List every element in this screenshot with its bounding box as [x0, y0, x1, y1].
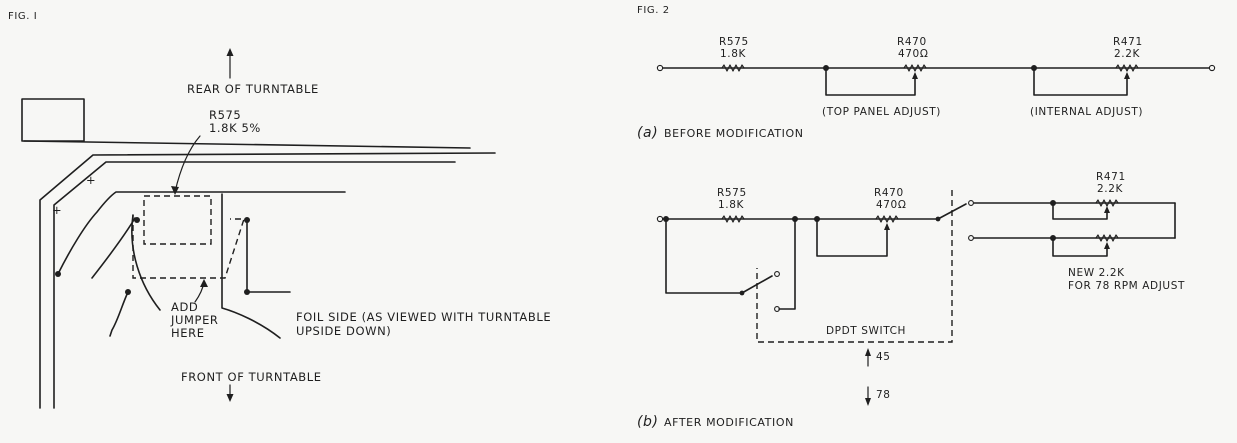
b-switch-contact-1	[774, 271, 780, 277]
plus-mark-1: +	[86, 173, 96, 187]
arrow-45-up	[865, 348, 871, 367]
fig2a: FIG. 2 R575 1.8K R470 470Ω (TOP PANEL AD…	[637, 5, 1216, 141]
front-of-turntable-label: FRONT OF TURNTABLE	[181, 370, 322, 384]
fig2-label: FIG. 2	[637, 5, 670, 16]
b-r575-resistor	[721, 215, 745, 223]
b-r471-wiper-arrow	[1104, 206, 1110, 213]
a-terminal-right	[1208, 64, 1216, 72]
a-internal-label: (INTERNAL ADJUST)	[1030, 106, 1143, 118]
trace-lower	[131, 214, 161, 311]
b-new-wiper-arrow	[1104, 242, 1110, 249]
a-marker: (a)	[637, 125, 658, 141]
b-bypass-wire	[665, 218, 743, 294]
foil-side-label: FOIL SIDE (AS VIEWED WITH TURNTABLE	[296, 310, 551, 324]
a-r471-wiper-path	[1033, 67, 1128, 96]
jumper-pointer-arrow	[194, 279, 208, 303]
trace-jumper	[109, 291, 129, 337]
b-r470-wiper-arrow	[884, 223, 890, 230]
b-dpdt-label: DPDT SWITCH	[826, 325, 906, 337]
a-r471-wiper-arrow	[1124, 72, 1130, 79]
trace-mid	[91, 217, 136, 279]
board-edge-top	[23, 140, 471, 149]
pad-1	[55, 271, 61, 277]
a-r471-name: R471	[1113, 36, 1143, 48]
board-outline-outer	[39, 152, 496, 409]
fig2b: R575 1.8K R470 470Ω DPDT SWITCH R471	[637, 171, 1185, 430]
rear-of-turntable-label: REAR OF TURNTABLE	[187, 82, 319, 96]
fig1: FIG. I REAR OF TURNTABLE + + R575 1.8K 5…	[8, 11, 551, 409]
a-terminal-left	[656, 64, 664, 72]
b-r575-name: R575	[717, 187, 747, 199]
b-marker: (b)	[637, 414, 659, 430]
a-r575-value: 1.8K	[720, 48, 746, 60]
pad-4	[244, 217, 250, 223]
b-r470-value: 470Ω	[876, 199, 906, 211]
here-label: HERE	[171, 326, 205, 340]
pad-3	[134, 217, 140, 223]
add-label: ADD	[171, 300, 198, 314]
board-outline-inner	[53, 161, 456, 409]
b-r471-wiper-path	[1052, 202, 1108, 220]
r575-pointer-arrow	[171, 135, 201, 195]
a-r575-name: R575	[719, 36, 749, 48]
foil-side-label-2: UPSIDE DOWN)	[296, 324, 391, 338]
b-r471-value: 2.2K	[1097, 183, 1123, 195]
b-terminal-left	[656, 215, 664, 223]
a-top-panel-label: (TOP PANEL ADJUST)	[822, 106, 941, 118]
b-r470-resistor	[875, 215, 899, 223]
a-r471-value: 2.2K	[1114, 48, 1140, 60]
a-r470-wiper-path	[825, 67, 916, 96]
b-switch-pivot-1	[739, 290, 745, 296]
jumper-label: JUMPER	[170, 313, 219, 327]
a-r471-resistor	[1115, 64, 1139, 72]
b-switch-contact-4	[968, 235, 974, 241]
b-new-wiper-path	[1052, 237, 1108, 257]
corner-component	[21, 98, 85, 142]
pad-2	[125, 289, 131, 295]
pad-5	[244, 289, 250, 295]
b-r471-resistor	[1095, 199, 1119, 207]
b-switch-contact-3	[968, 200, 974, 206]
b-new-label-1: NEW 2.2K	[1068, 267, 1125, 279]
rear-arrow	[226, 48, 234, 79]
plus-mark-2: +	[52, 203, 62, 217]
a-r470-name: R470	[897, 36, 927, 48]
b-dpdt-enclosure	[756, 190, 953, 343]
b-r470-wiper-path	[816, 218, 888, 257]
a-r470-value: 470Ω	[898, 48, 928, 60]
r575-label: R575	[209, 108, 241, 122]
front-arrow	[226, 384, 234, 402]
b-r471-name: R471	[1096, 171, 1126, 183]
b-pos45-label: 45	[876, 351, 891, 363]
a-caption: BEFORE MODIFICATION	[664, 127, 804, 140]
b-r575-value: 1.8K	[718, 199, 744, 211]
trace-right	[221, 193, 281, 339]
b-new-resistor	[1095, 234, 1119, 242]
a-r470-resistor	[903, 64, 927, 72]
arrow-78-down	[865, 386, 871, 406]
b-caption: AFTER MODIFICATION	[664, 416, 794, 429]
a-r470-wiper-arrow	[912, 72, 918, 79]
b-new-label-2: FOR 78 RPM ADJUST	[1068, 280, 1185, 292]
a-r575-resistor	[721, 64, 745, 72]
b-r470-name: R470	[874, 187, 904, 199]
b-bypass-return	[778, 218, 796, 310]
trace-top	[57, 191, 346, 275]
fig1-label: FIG. I	[8, 11, 37, 22]
jumper-dashed-path	[132, 215, 245, 279]
trace-pad-right	[246, 219, 291, 293]
r575-value-label: 1.8K 5%	[209, 121, 261, 135]
b-pos78-label: 78	[876, 389, 891, 401]
r575-dashed-outline	[143, 195, 212, 245]
b-switch-pivot-2	[935, 216, 941, 222]
